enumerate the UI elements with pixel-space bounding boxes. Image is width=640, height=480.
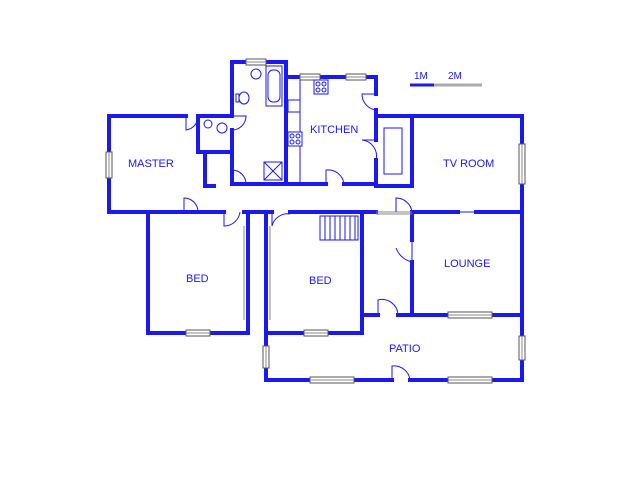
windows bbox=[105, 58, 526, 384]
scale-label-1m: 1M bbox=[414, 71, 428, 82]
room-label-tv-room: TV ROOM bbox=[443, 158, 494, 170]
staircase bbox=[319, 215, 359, 241]
fixtures bbox=[203, 65, 403, 241]
doors bbox=[183, 93, 476, 381]
scale-label-2m: 2M bbox=[448, 71, 462, 82]
room-label-kitchen: KITCHEN bbox=[310, 124, 358, 136]
room-labels: MASTER KITCHEN TV ROOM BED BED LOUNGE PA… bbox=[128, 124, 494, 355]
stove-side bbox=[287, 131, 303, 147]
room-label-bed-right: BED bbox=[309, 275, 332, 287]
wc-basin bbox=[203, 119, 213, 129]
bathtub bbox=[265, 65, 283, 107]
basin bbox=[250, 68, 262, 80]
scale-bar: 1M 2M bbox=[410, 71, 482, 87]
room-label-bed-left: BED bbox=[186, 273, 209, 285]
room-label-lounge: LOUNGE bbox=[444, 258, 490, 270]
toilet bbox=[238, 91, 250, 105]
room-label-patio: PATIO bbox=[389, 343, 421, 355]
stove-top bbox=[313, 79, 329, 95]
wc-toilet bbox=[216, 122, 228, 134]
kitchen-sink bbox=[287, 99, 301, 113]
room-label-master: MASTER bbox=[128, 158, 174, 170]
